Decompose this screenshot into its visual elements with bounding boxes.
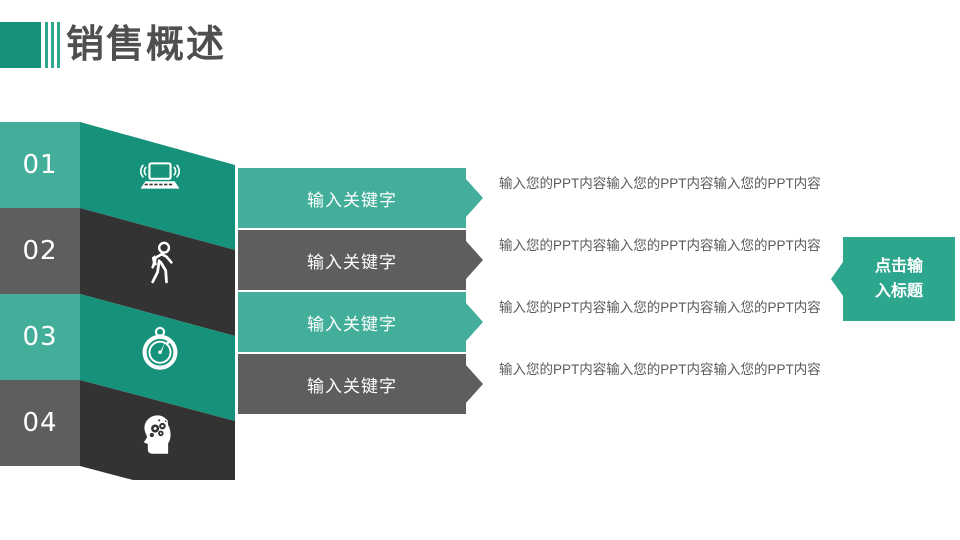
number-label: 01: [22, 150, 58, 180]
number-cell-02[interactable]: 02: [0, 208, 80, 294]
keyword-bar-body: 输入关键字: [238, 354, 466, 414]
icon-panel-shapes: [80, 122, 235, 480]
number-label: 03: [22, 322, 58, 352]
keyword-bar-02[interactable]: 输入关键字: [238, 230, 483, 290]
number-cell-03[interactable]: 03: [0, 294, 80, 380]
keyword-bar-body: 输入关键字: [238, 230, 466, 290]
head-gears-icon: [134, 409, 186, 461]
icon-panel-03: [80, 294, 235, 421]
callout-label: 点击输入标题: [874, 258, 923, 300]
number-label: 02: [22, 236, 58, 266]
arrow-left-icon: [831, 262, 843, 296]
number-cell-04[interactable]: 04: [0, 380, 80, 466]
keyword-bar-04[interactable]: 输入关键字: [238, 354, 483, 414]
title-stripe-icon: [51, 22, 54, 68]
arrow-right-icon: [466, 303, 483, 341]
description-text-02: 输入您的PPT内容输入您的PPT内容输入您的PPT内容: [499, 238, 821, 253]
walking-person-icon: [134, 238, 186, 290]
arrow-right-icon: [466, 241, 483, 279]
slide-header: 销售概述: [0, 0, 960, 100]
keyword-label: 输入关键字: [307, 314, 397, 334]
laptop-wifi-icon: [134, 152, 186, 204]
stopwatch-icon: [134, 323, 186, 375]
keyword-bar-body: 输入关键字: [238, 292, 466, 352]
number-column: 01 02 03 04: [0, 122, 80, 466]
title-accent-block: [0, 22, 41, 68]
number-cell-01[interactable]: 01: [0, 122, 80, 208]
keyword-label: 输入关键字: [307, 252, 397, 272]
keyword-bar-01[interactable]: 输入关键字: [238, 168, 483, 228]
number-label: 04: [22, 408, 58, 438]
title-stripe-icon: [45, 22, 48, 68]
description-text-01: 输入您的PPT内容输入您的PPT内容输入您的PPT内容: [499, 176, 821, 191]
callout-body: 点击输入标题: [843, 237, 955, 321]
arrow-right-icon: [466, 365, 483, 403]
arrow-right-icon: [466, 179, 483, 217]
keyword-label: 输入关键字: [307, 376, 397, 396]
keyword-bar-body: 输入关键字: [238, 168, 466, 228]
page-title: 销售概述: [66, 24, 227, 66]
callout-box[interactable]: 点击输入标题: [831, 237, 955, 321]
keyword-bar-03[interactable]: 输入关键字: [238, 292, 483, 352]
description-text-03: 输入您的PPT内容输入您的PPT内容输入您的PPT内容: [499, 300, 821, 315]
icon-panel-stack: [80, 110, 240, 480]
description-text-04: 输入您的PPT内容输入您的PPT内容输入您的PPT内容: [499, 362, 821, 377]
title-stripe-icon: [57, 22, 60, 68]
keyword-label: 输入关键字: [307, 190, 397, 210]
